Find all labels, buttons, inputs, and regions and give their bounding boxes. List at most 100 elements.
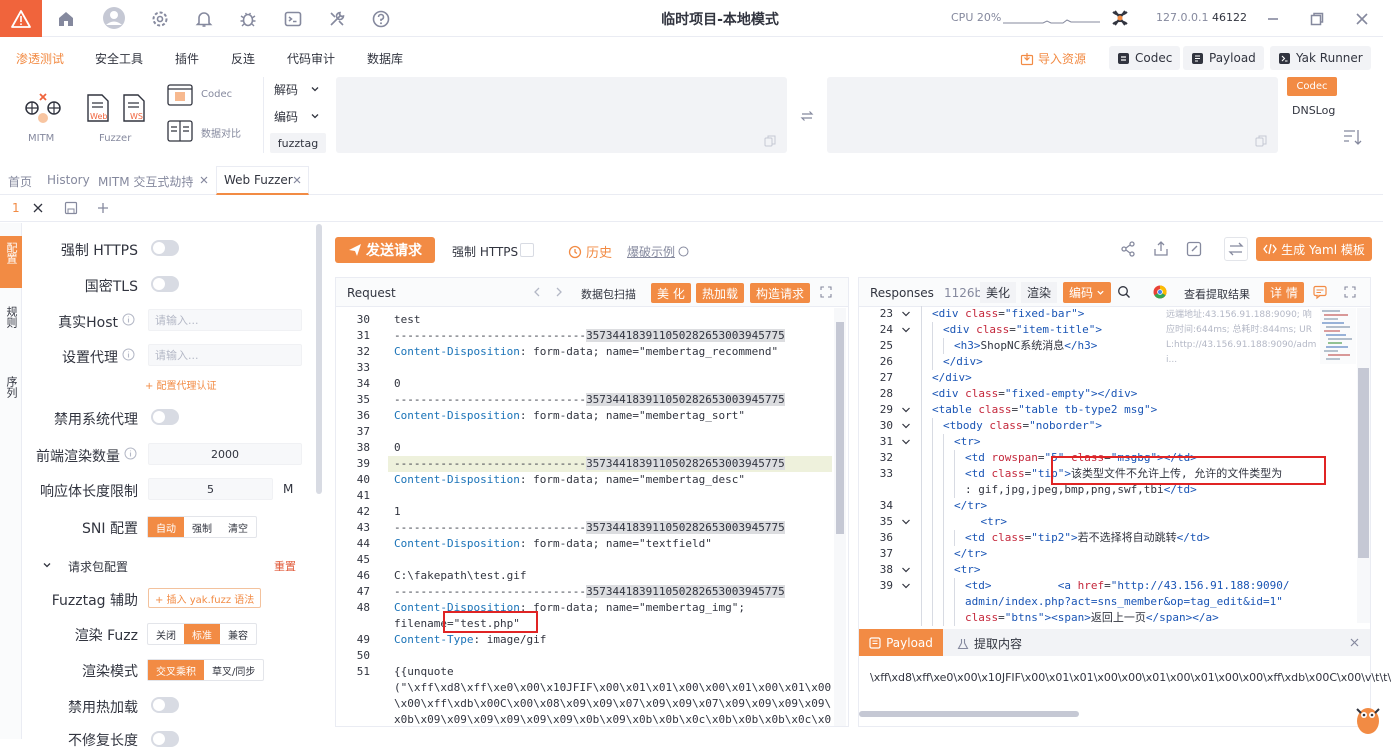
tab-history[interactable]: History: [47, 173, 90, 187]
sort-icon[interactable]: [1343, 128, 1363, 146]
fold-chevron-icon[interactable]: [901, 438, 911, 446]
comment-icon[interactable]: [1313, 285, 1327, 300]
yak-runner-button[interactable]: Yak Runner: [1270, 46, 1371, 70]
payload-tab[interactable]: Payload: [859, 629, 943, 656]
decode-dropdown[interactable]: 解码: [268, 78, 326, 100]
mitm-tool[interactable]: [22, 88, 64, 128]
swap-button[interactable]: [1224, 237, 1248, 261]
send-request-button[interactable]: 发送请求: [335, 237, 435, 263]
close-icon[interactable]: [292, 175, 302, 185]
force-https-toggle[interactable]: [151, 240, 179, 256]
vtab-rules[interactable]: 规则: [0, 300, 22, 350]
menu-database[interactable]: 数据库: [367, 52, 404, 66]
codec-button[interactable]: Codec: [1109, 46, 1181, 70]
fold-chevron-icon[interactable]: [901, 326, 911, 334]
close-icon[interactable]: [1352, 9, 1372, 29]
chevron-down-icon[interactable]: [42, 560, 52, 570]
render-count-input[interactable]: 2000: [148, 443, 302, 465]
encode-dropdown[interactable]: 编码: [268, 105, 326, 127]
yak-mascot-icon[interactable]: [1353, 693, 1383, 737]
info-icon[interactable]: [122, 313, 135, 326]
minimize-icon[interactable]: [1263, 9, 1283, 29]
fold-chevron-icon[interactable]: [901, 422, 911, 430]
copy-icon[interactable]: [764, 135, 776, 147]
vtab-config[interactable]: 配置: [0, 236, 22, 288]
resp-length-input[interactable]: 5: [148, 478, 273, 500]
beautify-button[interactable]: 美 化: [651, 283, 691, 303]
fullscreen-icon[interactable]: [1344, 286, 1356, 298]
import-resource-button[interactable]: 导入资源: [1020, 50, 1086, 67]
vtab-sequence[interactable]: 序列: [0, 370, 22, 420]
menu-plugins[interactable]: 插件: [175, 52, 200, 66]
save-icon[interactable]: [64, 201, 78, 215]
codec-tool-label[interactable]: Codec: [201, 89, 233, 100]
settings-scrollbar[interactable]: [316, 224, 322, 494]
fold-chevron-icon[interactable]: [901, 310, 911, 318]
web-fuzzer-tool[interactable]: [86, 93, 110, 123]
encoding-dropdown[interactable]: 编码: [1063, 282, 1112, 303]
no-fix-length-toggle[interactable]: [151, 731, 179, 747]
response-scrollbar[interactable]: [1357, 308, 1370, 623]
edit-icon[interactable]: [1184, 239, 1204, 259]
detail-button[interactable]: 详 情: [1264, 282, 1304, 303]
sni-force[interactable]: 强制: [192, 523, 212, 535]
compare-tool-icon[interactable]: [167, 120, 193, 142]
export-icon[interactable]: [1151, 239, 1171, 259]
payload-hscroll[interactable]: [859, 711, 1079, 717]
help-icon[interactable]: [371, 9, 391, 29]
gear-icon[interactable]: [150, 9, 170, 29]
fold-chevron-icon[interactable]: [901, 582, 911, 590]
response-scroll-thumb[interactable]: [1358, 368, 1369, 558]
history-button[interactable]: 历史: [568, 242, 612, 261]
tab-home[interactable]: 首页: [8, 175, 33, 189]
tab-web-fuzzer[interactable]: Web Fuzzer: [224, 173, 293, 187]
sni-clear[interactable]: 清空: [228, 523, 248, 535]
warning-icon[interactable]: [0, 0, 42, 37]
render-fuzz-compat[interactable]: 兼容: [228, 630, 248, 642]
close-icon[interactable]: [32, 202, 44, 214]
sub-tab-index[interactable]: 1: [12, 201, 20, 215]
codec-output-box[interactable]: [827, 77, 1278, 153]
plus-icon[interactable]: [96, 201, 110, 215]
disable-hotload-toggle[interactable]: [151, 697, 179, 713]
tab-mitm[interactable]: MITM 交互式劫持: [98, 175, 194, 189]
copy-icon[interactable]: [1255, 135, 1267, 147]
real-host-input[interactable]: 请输入...: [148, 309, 302, 331]
ws-fuzzer-tool[interactable]: [122, 93, 146, 123]
terminal-icon[interactable]: [283, 9, 303, 29]
blast-example-link[interactable]: 爆破示例: [627, 243, 689, 260]
fold-chevron-icon[interactable]: [901, 406, 911, 414]
bug-icon[interactable]: [238, 9, 258, 29]
view-extract-button[interactable]: 查看提取结果: [1184, 288, 1250, 301]
reset-link[interactable]: 重置: [274, 560, 296, 573]
sni-auto[interactable]: 自动: [148, 517, 184, 537]
fullscreen-icon[interactable]: [820, 286, 832, 298]
proxy-input[interactable]: 请输入...: [148, 344, 302, 366]
swap-icon[interactable]: [800, 109, 814, 123]
proxy-auth-link[interactable]: + 配置代理认证: [145, 381, 217, 392]
response-editor[interactable]: 23<div class="fixed-bar">24<div class="i…: [859, 306, 1290, 626]
render-fuzz-off[interactable]: 关闭: [156, 630, 176, 642]
insert-yakfuzz-button[interactable]: + 插入 yak.fuzz 语法: [148, 588, 262, 608]
packet-scan-button[interactable]: 数据包扫描: [581, 288, 636, 301]
menu-security-tools[interactable]: 安全工具: [95, 52, 144, 66]
codec-tool-icon[interactable]: [167, 84, 193, 106]
render-fuzz-standard[interactable]: 标准: [184, 624, 220, 644]
fold-chevron-icon[interactable]: [901, 566, 911, 574]
side-codec-button[interactable]: Codec: [1287, 77, 1337, 96]
disable-system-proxy-toggle[interactable]: [151, 409, 179, 425]
request-scroll-thumb[interactable]: [836, 322, 844, 534]
render-mode-cross[interactable]: 交叉乘积: [148, 660, 204, 680]
response-beautify-button[interactable]: 美化: [980, 282, 1017, 303]
extract-tab[interactable]: 提取内容: [957, 635, 1022, 652]
info-icon[interactable]: [124, 447, 137, 460]
gmtls-toggle[interactable]: [151, 276, 179, 292]
info-icon[interactable]: [122, 348, 135, 361]
close-icon[interactable]: [1349, 637, 1360, 648]
tools-icon[interactable]: [327, 9, 347, 29]
code-minimap[interactable]: [1320, 308, 1356, 364]
side-dnslog-button[interactable]: DNSLog: [1292, 104, 1336, 117]
response-render-button[interactable]: 渲染: [1021, 282, 1058, 303]
codec-input-box[interactable]: [336, 77, 787, 153]
